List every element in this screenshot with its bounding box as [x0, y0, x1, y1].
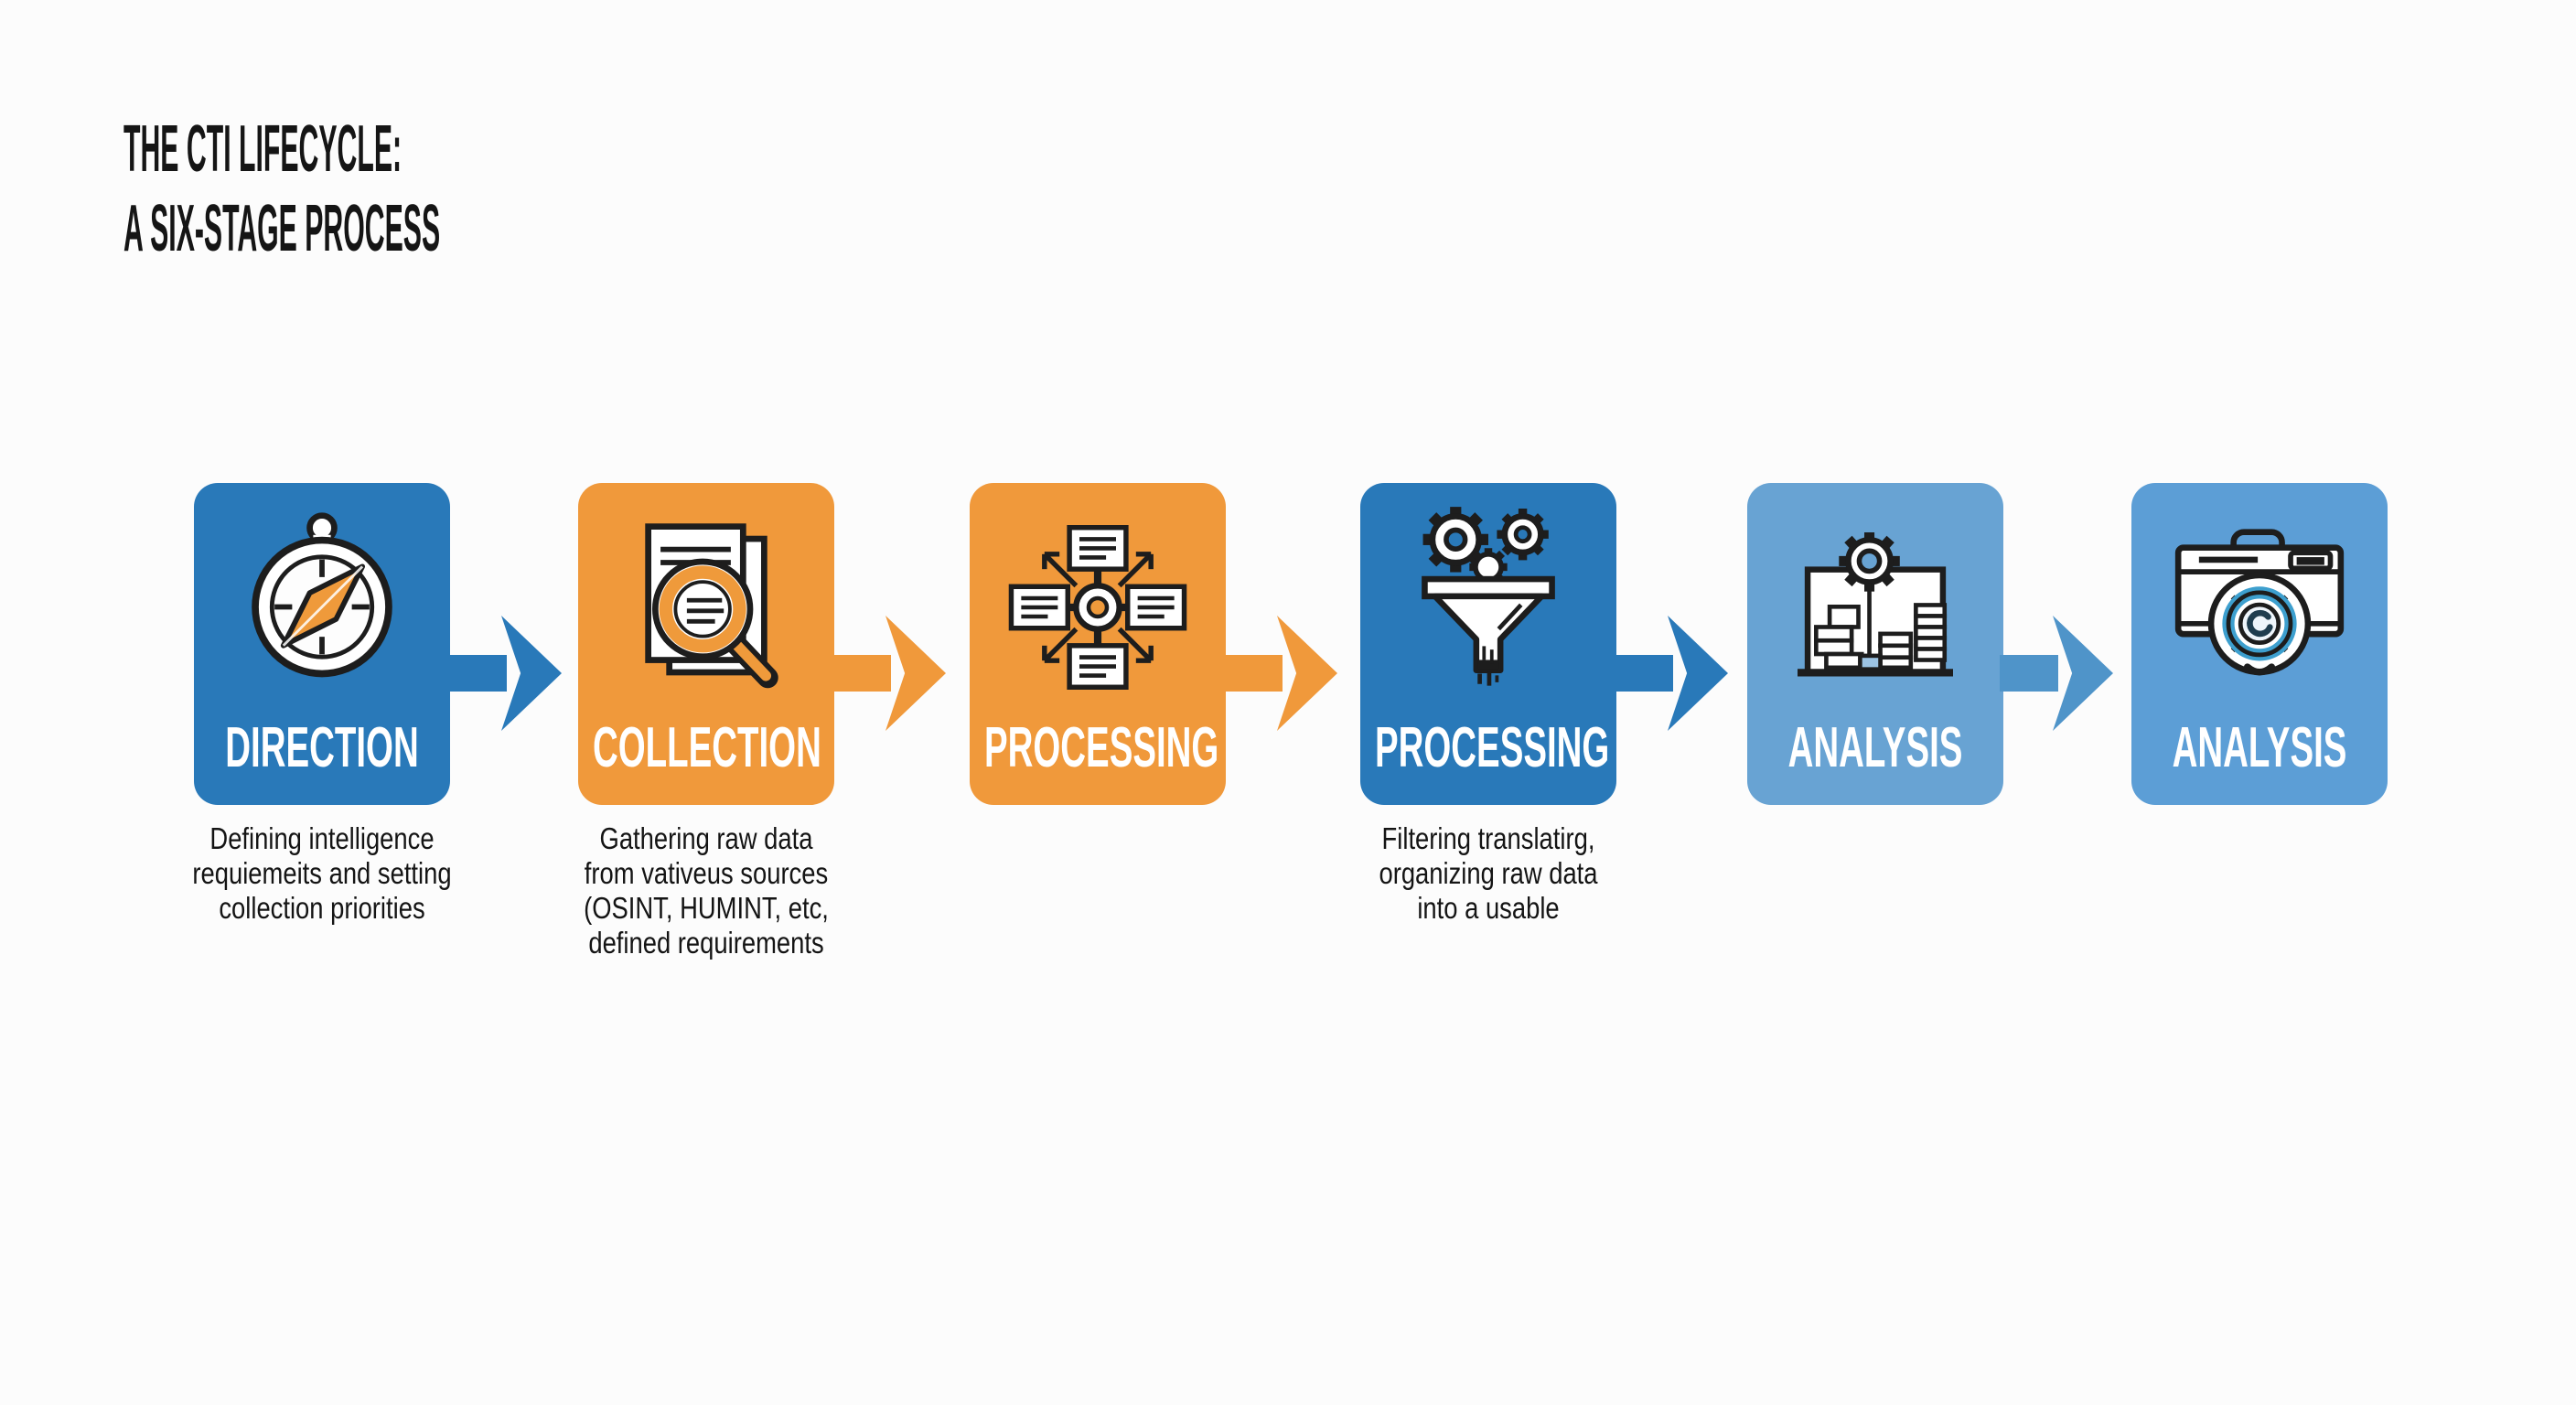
hub-network-icon	[1006, 516, 1189, 699]
stage-label-analysis-board: ANALYSIS	[1787, 716, 1963, 779]
stage-card-processing-hub: PROCESSING	[970, 483, 1226, 805]
analytics-building-icon	[1782, 532, 1969, 688]
arrow-tail-2	[832, 655, 891, 692]
stage-label-direction: DIRECTION	[225, 716, 419, 779]
stage-label-processing-funnel: PROCESSING	[1375, 716, 1610, 779]
stage-card-analysis-camera: ANALYSIS	[2131, 483, 2388, 805]
page-title-line1: THE CTI LIFECYCLE:	[123, 113, 402, 186]
compass-icon	[234, 509, 410, 684]
document-magnifier-icon	[618, 514, 794, 699]
arrow-tail-1	[448, 655, 507, 692]
arrow-tail-3	[1224, 655, 1283, 692]
stage-label-analysis-camera: ANALYSIS	[2172, 716, 2347, 779]
arrow-tail-4	[1615, 655, 1673, 692]
page-title-line2: A SIX-STAGE PROCESS	[123, 192, 441, 265]
stage-label-collection: COLLECTION	[593, 716, 821, 779]
funnel-gears-icon	[1402, 501, 1574, 688]
arrow-right-icon	[2053, 616, 2113, 731]
stage-description-processing: Filtering translatirg, organizing raw da…	[1379, 821, 1598, 925]
page-title: THE CTI LIFECYCLE: A SIX-STAGE PROCESS	[123, 110, 440, 269]
camera-icon	[2164, 527, 2355, 684]
arrow-tail-5	[2000, 655, 2058, 692]
stage-label-processing-hub: PROCESSING	[984, 716, 1219, 779]
arrow-right-icon	[886, 616, 946, 731]
arrow-right-icon	[501, 616, 562, 731]
stage-card-processing-funnel: PROCESSING	[1360, 483, 1616, 805]
stage-card-collection: COLLECTION	[578, 483, 834, 805]
stage-description-direction: Defining intelligence requiemeits and se…	[192, 821, 452, 925]
arrow-right-icon	[1668, 616, 1728, 731]
stage-description-collection: Gathering raw data from vativeus sources…	[584, 821, 829, 960]
arrow-right-icon	[1277, 616, 1337, 731]
stage-card-direction: DIRECTION	[194, 483, 450, 805]
stage-card-analysis-board: ANALYSIS	[1747, 483, 2003, 805]
